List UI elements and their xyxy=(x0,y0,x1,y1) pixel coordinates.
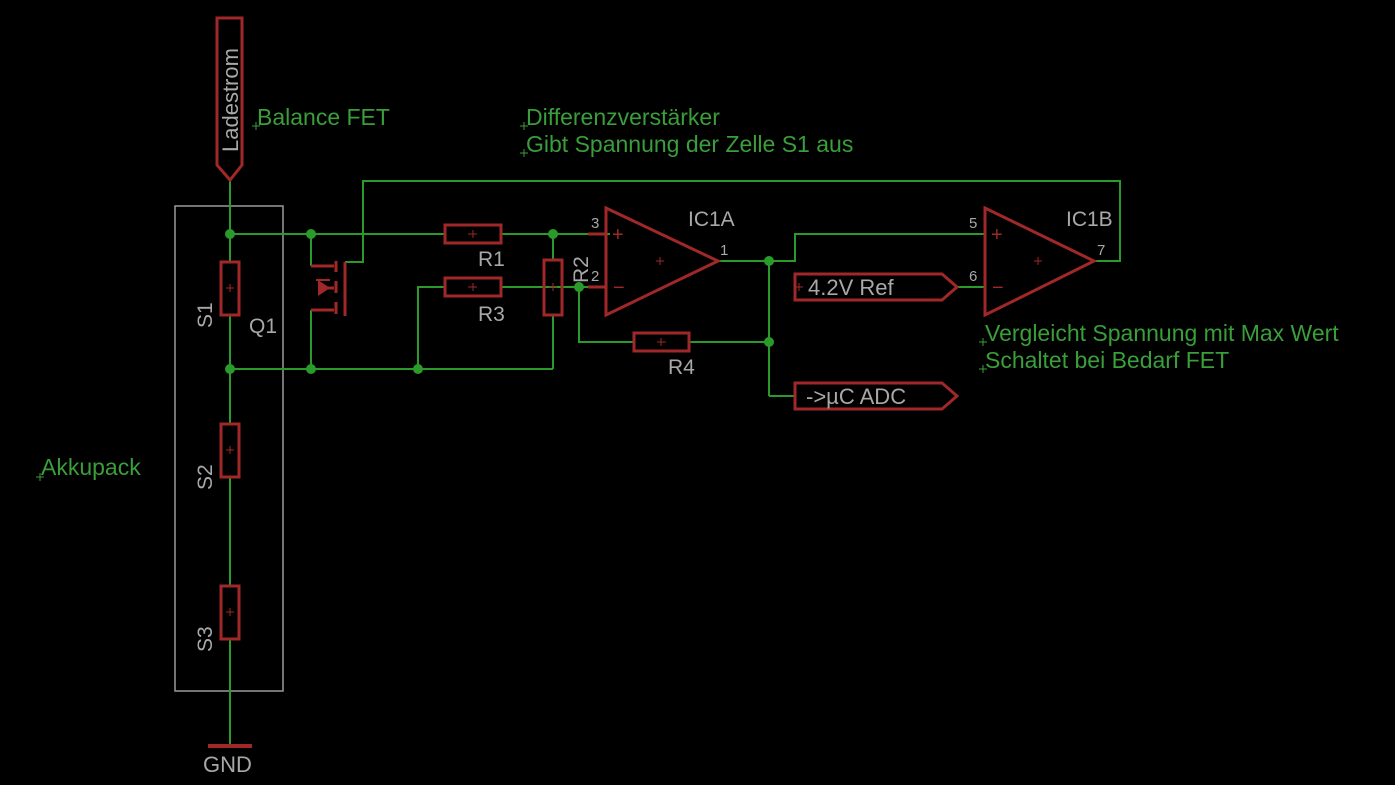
ic1a-pin1: 1 xyxy=(720,242,728,259)
note-akkupack: Akkupack xyxy=(36,454,141,481)
junction xyxy=(225,229,235,239)
ic1b-pin7: 7 xyxy=(1097,242,1105,259)
ic1b-minus-sign: − xyxy=(992,277,1004,299)
ic1b-pin6: 6 xyxy=(969,268,977,285)
ic1a-pin2: 2 xyxy=(591,268,599,285)
ic1b-plus-sign: + xyxy=(991,224,1003,246)
adc-net-flag xyxy=(793,381,960,411)
diff-amp-title: Differenzverstärker xyxy=(526,104,720,130)
ladestrom-net-flag xyxy=(215,16,244,183)
ic1a-minus-sign: − xyxy=(613,277,625,299)
ic1a-pin3: 3 xyxy=(591,215,599,232)
ic1b-label: IC1B xyxy=(1066,208,1113,231)
resistor-r4 xyxy=(632,331,691,353)
gnd-label: GND xyxy=(203,752,252,777)
junction xyxy=(225,364,235,374)
note-comparator: Vergleicht Spannung mit Max Wert Schalte… xyxy=(979,320,1339,373)
wires xyxy=(229,180,1121,746)
wire-gate-feedback xyxy=(345,180,1121,263)
r2-label: R2 xyxy=(570,256,593,283)
ic1b-pin5: 5 xyxy=(969,215,977,232)
opamp-ic1a xyxy=(588,205,722,318)
junctions xyxy=(225,229,774,374)
cell-s1 xyxy=(219,260,241,317)
comparator-desc: Schaltet bei Bedarf FET xyxy=(985,347,1229,373)
comparator-title: Vergleicht Spannung mit Max Wert xyxy=(985,320,1339,346)
ref-label: 4.2V Ref xyxy=(808,275,894,300)
balance-fet-note: Balance FET xyxy=(257,104,390,130)
junction xyxy=(764,337,774,347)
note-diff-amp: Differenzverstärker Gibt Spannung der Ze… xyxy=(520,104,853,157)
akkupack-frame xyxy=(174,205,284,692)
note-balance-fet: Balance FET xyxy=(252,104,390,130)
resistor-r3 xyxy=(443,276,503,298)
wire-r3-to-rail xyxy=(417,286,445,369)
cell-s2 xyxy=(219,422,241,479)
adc-label: ->µC ADC xyxy=(806,384,906,409)
ref-net-flag xyxy=(793,272,960,302)
opamp-ic1b xyxy=(983,205,1098,318)
junction xyxy=(574,282,584,292)
ic1a-label: IC1A xyxy=(688,208,735,231)
wire-to-ic1b-plus xyxy=(769,233,985,262)
junction xyxy=(306,229,316,239)
resistor-r1 xyxy=(443,223,503,245)
r1-label: R1 xyxy=(478,248,505,271)
r3-label: R3 xyxy=(478,303,505,326)
wire-r4-left xyxy=(578,287,634,343)
akkupack-note: Akkupack xyxy=(41,454,141,480)
diff-amp-desc: Gibt Spannung der Zelle S1 aus xyxy=(526,131,853,157)
mosfet-q1 xyxy=(311,261,347,316)
s2-label: S2 xyxy=(194,464,217,490)
junction xyxy=(548,229,558,239)
junction xyxy=(306,364,316,374)
ic1a-plus-sign: + xyxy=(612,224,624,246)
r4-label: R4 xyxy=(668,356,695,379)
s3-label: S3 xyxy=(194,626,217,652)
ladestrom-label: Ladestrom xyxy=(218,48,243,152)
junction xyxy=(764,256,774,266)
resistor-r2 xyxy=(542,258,564,317)
junction xyxy=(413,364,423,374)
q1-label: Q1 xyxy=(249,315,277,338)
cell-s3 xyxy=(219,584,241,641)
s1-label: S1 xyxy=(194,302,217,328)
